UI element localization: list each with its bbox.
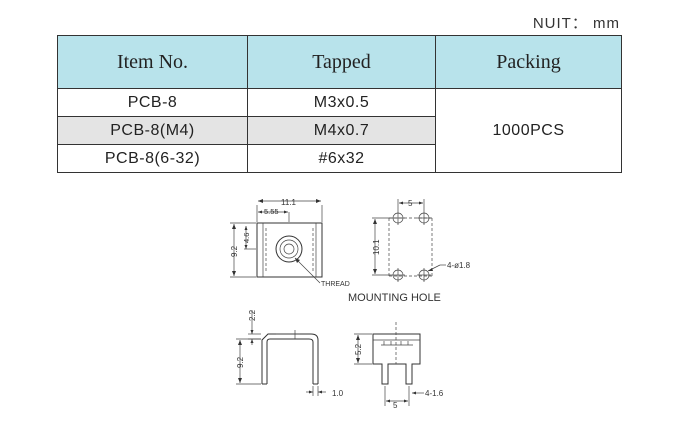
table-header-row: Item No. Tapped Packing [57, 35, 622, 89]
dim-height: 9.2 [230, 245, 239, 257]
dim-tab: 2.2 [248, 309, 257, 321]
top-view: 11.1 5.55 9.2 4.6 THREAD [230, 198, 350, 288]
table-row: PCB-8 M3x0.5 1000PCS [57, 88, 622, 173]
tapped-cell: M3x0.5 [247, 88, 436, 117]
dim-side-height: 9.2 [236, 356, 245, 368]
dim-hole-spacing-x: 5 [408, 199, 413, 208]
hole-callout: 4-ø1.8 [447, 261, 471, 270]
dim-half-width: 5.55 [264, 207, 279, 216]
front-view: 5.2 5 4-1.6 [354, 322, 444, 410]
header-packing: Packing [435, 35, 622, 89]
tapped-cell: M4x0.7 [247, 116, 436, 145]
dim-width: 11.1 [281, 198, 297, 207]
dim-thickness: 1.0 [332, 389, 344, 398]
thread-label: THREAD [321, 281, 350, 288]
spec-table: Item No. Tapped Packing PCB-8 M3x0.5 100… [57, 35, 622, 173]
mounting-hole-caption: MOUNTING HOLE [348, 292, 441, 304]
table-row: PCB-8(6-32) #6x32 [57, 144, 622, 173]
dim-hole-spacing-y: 10.1 [372, 239, 381, 255]
dim-front-height: 5.2 [354, 343, 363, 355]
table-row: PCB-8(M4) M4x0.7 [57, 116, 622, 145]
tapped-cell: #6x32 [247, 144, 436, 173]
side-view: 2.2 9.2 1.0 [236, 309, 344, 398]
header-tapped: Tapped [247, 35, 436, 89]
packing-cell: 1000PCS [435, 88, 622, 173]
pins-callout: 4-1.6 [425, 389, 444, 398]
item-cell: PCB-8(M4) [57, 116, 248, 145]
item-cell: PCB-8(6-32) [57, 144, 248, 173]
mounting-hole-view: 5 10.1 4-ø1.8 MOUNTING HOLE [348, 199, 471, 304]
dim-pin-spacing: 5 [393, 401, 398, 410]
dim-inner: 4.6 [242, 233, 251, 243]
unit-label: NUIT： mm [532, 15, 620, 32]
